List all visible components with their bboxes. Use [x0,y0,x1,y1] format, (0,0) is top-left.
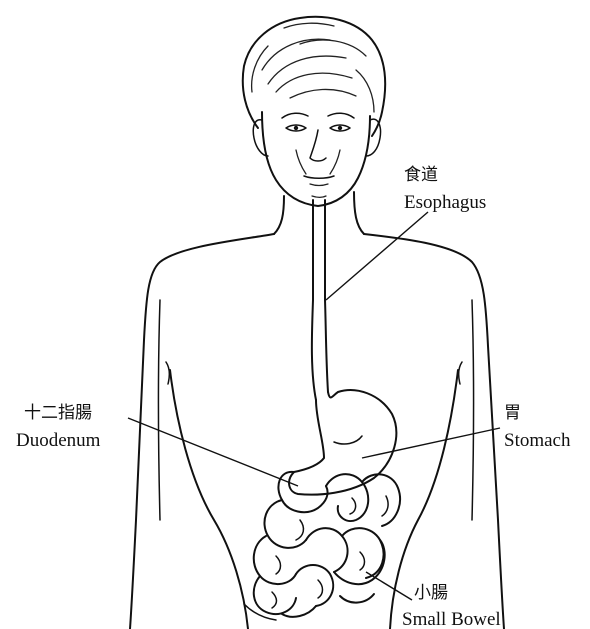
small-bowel-label-zh: 小腸 [414,583,448,603]
esophagus-tube-wall [325,200,328,392]
nose [310,130,326,161]
duodenum-label-en: Duodenum [16,430,101,451]
small-bowel-loops [244,474,400,620]
digestive-organs [244,200,400,620]
neck-left [274,196,284,234]
duodenum-shape [278,472,327,512]
right-eyebrow [328,113,354,118]
small-bowel-label-en: Small Bowel [402,609,501,629]
left-torso-side [170,370,248,629]
duodenum-label-zh: 十二指腸 [24,403,92,423]
stomach-label-en: Stomach [504,430,571,451]
hair-strands [252,23,374,112]
head [243,17,385,206]
hair-outline [243,17,385,136]
stomach-leader [362,428,500,458]
left-pupil [294,126,298,130]
left-eyebrow [282,113,308,118]
right-pupil [338,126,342,130]
esophagus-label-en: Esophagus [404,192,486,213]
esophagus-label-zh: 食道 [404,165,438,185]
esophagus-leader [326,212,428,300]
esophagus-tube [312,200,316,400]
neck-right [354,192,364,234]
mouth [304,176,334,178]
duodenum-leader [128,418,298,486]
labels: 食道 Esophagus 十二指腸 Duodenum 胃 Stomach 小腸 … [16,165,571,629]
stomach-shape [289,390,396,495]
stomach-label-zh: 胃 [504,403,521,423]
left-shoulder-arm [130,234,274,629]
